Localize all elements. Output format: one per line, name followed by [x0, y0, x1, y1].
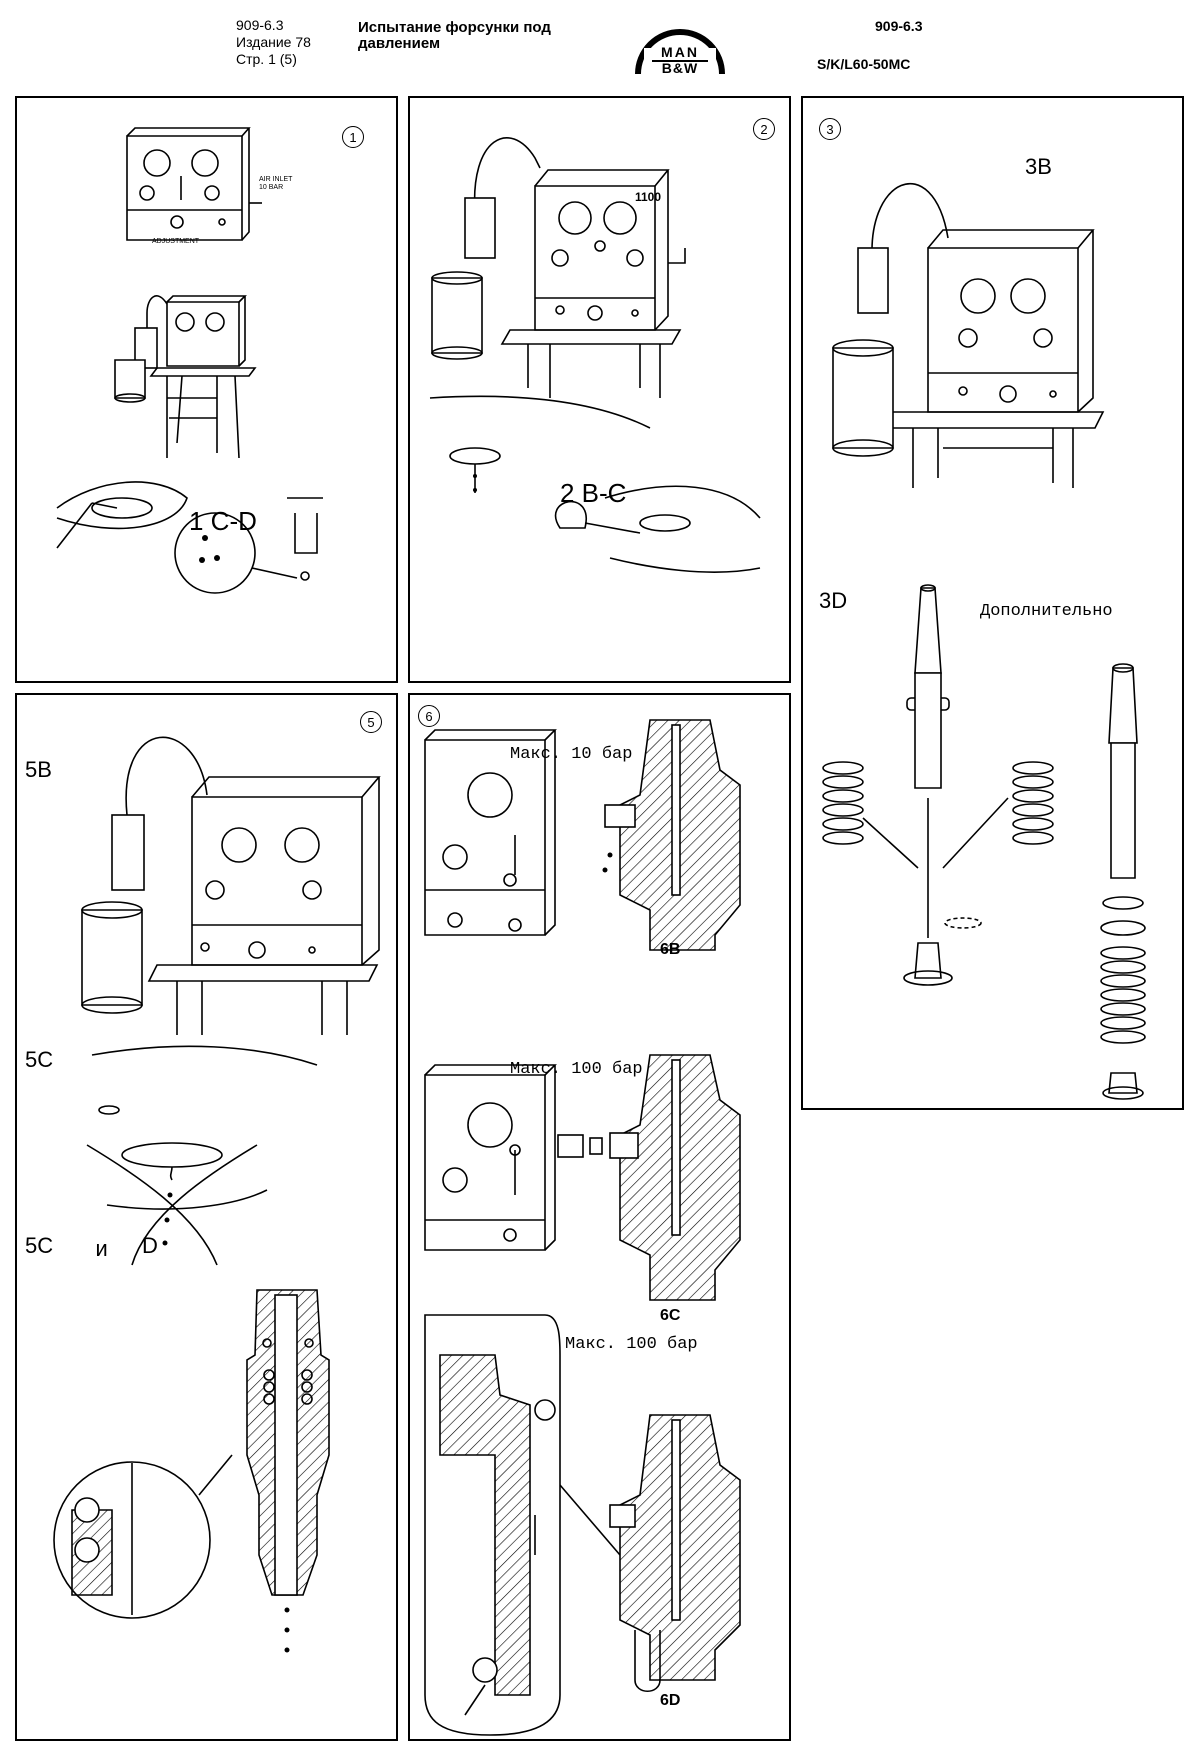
page-number: Стр. 1 (5): [236, 51, 297, 67]
max-pressure-6d: Макс. 100 бар: [565, 1335, 698, 1354]
max-pressure-6b: Макс. 10 бар: [510, 745, 633, 764]
panel-3-illustration: [822, 182, 1146, 1100]
doc-code: 909-6.3: [236, 17, 284, 33]
caption-6b: 6B: [660, 941, 681, 958]
panel-5-illustration: [53, 736, 381, 1653]
panel-1: 1 AIR INLET 10 BAR ADJUSTMENT 1 C-D: [15, 96, 398, 683]
logo-text-bw: B&W: [652, 60, 708, 75]
optional-label: Дополнительно: [980, 602, 1113, 621]
label-5cd-2: D: [142, 1233, 158, 1258]
panel-5-number: 5: [360, 711, 382, 733]
label-5cd-1: 5C: [25, 1233, 54, 1258]
page-title-line2: давлением: [358, 35, 441, 52]
air-bar-text: 10 BAR: [259, 184, 284, 191]
air-inlet-text: AIR INLET: [259, 176, 293, 183]
panel-1-number: 1: [342, 126, 364, 148]
doc-code-right: 909-6.3: [875, 18, 923, 34]
label-1cd: 1 C-D: [189, 506, 257, 536]
panel-2-illustration: [429, 137, 761, 573]
panel-5: 5 5B 5C 5: [15, 693, 398, 1741]
label-3d: 3D: [819, 588, 848, 613]
panel-1-illustration: [56, 127, 323, 594]
label-2bc: 2 B-C: [560, 478, 627, 508]
label-3b: 3B: [1025, 154, 1052, 179]
logo-text-man: MAN: [661, 44, 699, 60]
caption-6c: 6C: [660, 1307, 681, 1324]
page-title-line1: Испытание форсунки под: [358, 19, 551, 36]
panel-6: 6 Макс. 10 бар 6B: [408, 693, 791, 1741]
panel-6-number: 6: [418, 705, 440, 727]
tester-number: 1100: [635, 190, 662, 204]
panel-2: 2 1100 2 B-C: [408, 96, 791, 683]
panel-2-number: 2: [753, 118, 775, 140]
engine-type: S/K/L60-50MC: [817, 56, 911, 72]
edition: Издание 78: [236, 34, 311, 50]
adjustment-text: ADJUSTMENT: [152, 238, 200, 245]
label-5c: 5C: [25, 1047, 54, 1072]
label-5cd-and: и: [95, 1238, 109, 1263]
max-pressure-6c: Макс. 100 бар: [510, 1060, 643, 1079]
man-bw-logo: MAN B&W: [630, 18, 730, 78]
caption-6d: 6D: [660, 1692, 681, 1709]
label-5b: 5B: [25, 757, 52, 782]
panel-3-number: 3: [819, 118, 841, 140]
panel-3: 3: [801, 96, 1184, 1110]
panel-6-illustration: [424, 719, 741, 1736]
